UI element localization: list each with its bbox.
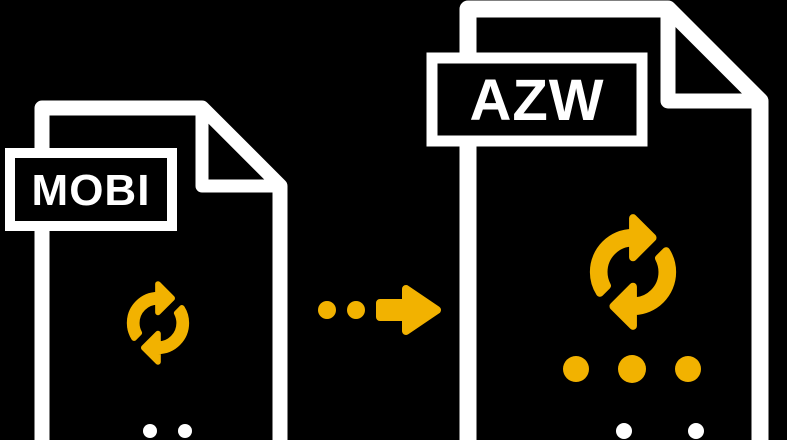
- target-page-dot: [616, 423, 632, 439]
- target-ellipsis-dot: [563, 356, 589, 382]
- target-file-type-badge: AZW: [426, 52, 648, 147]
- source-page-dot: [143, 424, 157, 438]
- target-ellipsis-dot: [618, 355, 646, 383]
- arrow-trail-dot: [318, 301, 336, 319]
- target-page-dot: [688, 423, 704, 439]
- source-document-fold-corner-icon: [195, 101, 287, 193]
- source-file-type-badge: MOBI: [5, 148, 177, 231]
- target-document-fold-corner-icon: [660, 1, 768, 109]
- target-file-type-label: AZW: [469, 68, 604, 133]
- source-file-type-label: MOBI: [32, 166, 151, 215]
- source-sync-icon: [126, 281, 190, 365]
- target-badge-frame: [426, 52, 648, 147]
- source-page-dot: [178, 424, 192, 438]
- source-document: MOBI: [5, 100, 288, 440]
- right-arrow-icon: [376, 285, 441, 335]
- target-ellipsis-dot: [675, 356, 701, 382]
- arrow-trail-dot: [347, 301, 365, 319]
- target-sync-icon: [589, 214, 677, 330]
- target-document: AZW: [426, 0, 769, 440]
- source-badge-frame: [5, 148, 177, 231]
- conversion-arrow: [318, 285, 441, 335]
